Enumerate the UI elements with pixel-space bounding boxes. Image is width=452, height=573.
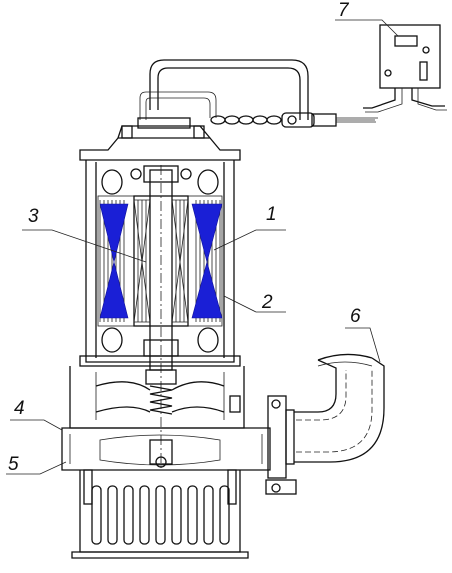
callout-7: 7	[338, 0, 350, 21]
leader-lines	[6, 19, 399, 475]
callout-3: 3	[28, 206, 39, 227]
callout-4: 4	[14, 398, 25, 419]
strainer-slots	[91, 485, 230, 545]
seal-chamber	[69, 366, 245, 429]
callout-2: 2	[261, 292, 273, 313]
motor-housing	[79, 117, 241, 470]
volute-casing	[61, 395, 297, 495]
discharge-elbow	[294, 353, 385, 463]
stator-right	[195, 200, 221, 322]
callout-5: 5	[8, 454, 19, 475]
chain	[210, 115, 282, 125]
stator-left	[99, 200, 125, 322]
cable-and-chain	[139, 59, 378, 128]
intake-strainer	[71, 469, 249, 559]
callout-6: 6	[350, 306, 361, 327]
stator-winding	[99, 203, 223, 319]
callout-1: 1	[266, 204, 277, 225]
control-box	[363, 24, 447, 113]
